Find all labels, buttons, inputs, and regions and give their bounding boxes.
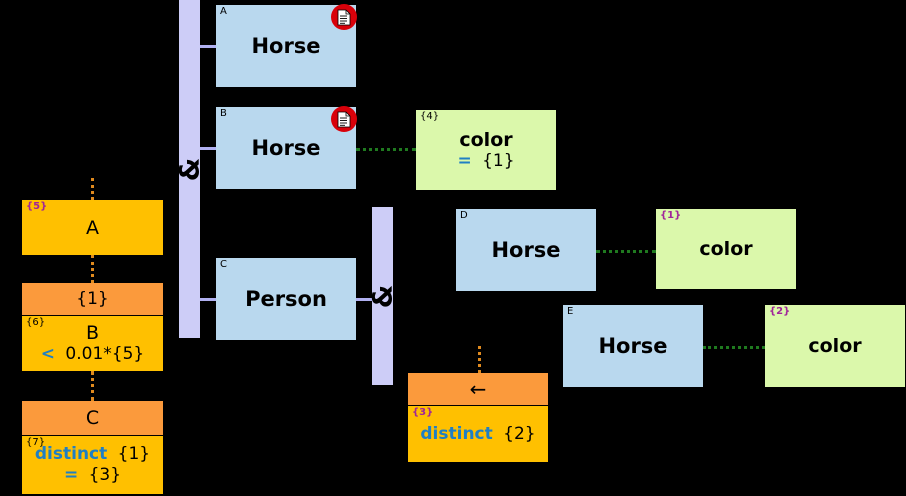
constraint-distinct-left-row1: distinct {1} bbox=[35, 444, 150, 465]
constraint-box-b-tag: {6} bbox=[26, 317, 46, 328]
arrow-left-icon: ← bbox=[469, 377, 487, 401]
attribute-box-color-2-title: color bbox=[808, 335, 862, 357]
entity-box-e[interactable]: E Horse bbox=[563, 305, 703, 387]
constraint-box-distinct-left-tag: {7} bbox=[26, 437, 46, 448]
attribute-box-color-4-title: color bbox=[459, 128, 513, 151]
center-box-distinct-expression: distinct {2} bbox=[420, 424, 535, 445]
constraint-box-b-operator: < bbox=[40, 344, 56, 364]
entity-box-c[interactable]: C Person bbox=[216, 258, 356, 340]
entity-box-e-tag: E bbox=[567, 306, 574, 317]
distinct-value2-left: {3} bbox=[88, 465, 122, 485]
entity-box-a-tag: A bbox=[220, 6, 227, 17]
entity-box-d[interactable]: D Horse bbox=[456, 209, 596, 291]
attribute-link-e bbox=[703, 346, 765, 349]
entity-box-c-title: Person bbox=[245, 287, 327, 311]
constraint-distinct-left-row2: = {3} bbox=[64, 465, 121, 486]
and-symbol-left: & bbox=[174, 157, 206, 181]
attribute-box-color-1[interactable]: {1} color bbox=[656, 209, 796, 289]
attribute-link-d bbox=[596, 250, 656, 253]
dashed-connector-b-to-c bbox=[91, 371, 94, 401]
document-icon bbox=[331, 106, 357, 132]
and-symbol-right: & bbox=[367, 284, 399, 308]
attribute-box-color-2[interactable]: {2} color bbox=[765, 305, 905, 387]
and-operator-right[interactable]: & bbox=[367, 207, 399, 385]
attribute-box-color-4[interactable]: {4} color = {1} bbox=[416, 110, 556, 190]
attribute-box-color-1-tag: {1} bbox=[660, 210, 682, 221]
entity-box-e-title: Horse bbox=[598, 334, 668, 358]
constraint-band-1[interactable]: {1} bbox=[22, 283, 163, 316]
constraint-box-a-tag: {5} bbox=[26, 201, 48, 212]
and-operator-left[interactable]: & bbox=[174, 0, 206, 338]
entity-box-a-title: Horse bbox=[251, 34, 321, 58]
dashed-connector-top bbox=[91, 178, 94, 200]
constraint-band-c[interactable]: C bbox=[22, 401, 163, 436]
center-box-distinct-tag: {3} bbox=[412, 407, 434, 418]
attribute-link-b bbox=[356, 148, 416, 151]
distinct-value-left: {1} bbox=[117, 444, 151, 464]
center-box-distinct[interactable]: {3} distinct {2} bbox=[408, 406, 548, 462]
dashed-connector-center-bottom bbox=[478, 346, 481, 373]
attribute-color-4-value: {1} bbox=[482, 150, 515, 171]
distinct-operator-left: = bbox=[63, 465, 79, 485]
attribute-box-color-4-expression: = {1} bbox=[457, 151, 514, 172]
entity-box-b-title: Horse bbox=[251, 136, 321, 160]
constraint-box-distinct-left[interactable]: {7} distinct {1} = {3} bbox=[22, 436, 163, 494]
document-icon bbox=[331, 4, 357, 30]
constraint-band-c-label: C bbox=[85, 407, 100, 429]
distinct-keyword-center: distinct bbox=[420, 423, 493, 444]
attribute-box-color-1-title: color bbox=[699, 238, 753, 260]
entity-box-d-title: Horse bbox=[491, 238, 561, 262]
entity-box-d-tag: D bbox=[460, 210, 468, 221]
constraint-box-b-expression: < 0.01*{5} bbox=[41, 344, 144, 365]
and-left-stub-b bbox=[200, 147, 216, 150]
entity-box-a[interactable]: A Horse bbox=[216, 4, 357, 87]
attribute-box-color-2-tag: {2} bbox=[769, 306, 791, 317]
distinct-keyword-left: distinct bbox=[34, 444, 108, 464]
constraint-box-b[interactable]: {6} B < 0.01*{5} bbox=[22, 316, 163, 371]
center-band-arrow[interactable]: ← bbox=[408, 373, 548, 406]
attribute-box-color-4-tag: {4} bbox=[420, 111, 440, 122]
constraint-band-1-label: {1} bbox=[76, 289, 109, 309]
and-left-stub-a bbox=[200, 45, 216, 48]
entity-box-b[interactable]: B Horse bbox=[216, 106, 357, 189]
attribute-color-4-operator: = bbox=[457, 150, 472, 171]
dashed-connector-a-to-b bbox=[91, 255, 94, 283]
and-left-stub-c bbox=[200, 298, 216, 301]
entity-box-b-tag: B bbox=[220, 108, 227, 119]
entity-box-c-tag: C bbox=[220, 259, 227, 270]
constraint-box-b-value: 0.01*{5} bbox=[65, 344, 145, 364]
distinct-value-center: {2} bbox=[503, 423, 536, 444]
constraint-box-a-title: A bbox=[86, 216, 99, 239]
constraint-box-b-title: B bbox=[85, 322, 100, 344]
constraint-box-a[interactable]: {5} A bbox=[22, 200, 163, 255]
and-right-stub-c bbox=[356, 298, 372, 301]
